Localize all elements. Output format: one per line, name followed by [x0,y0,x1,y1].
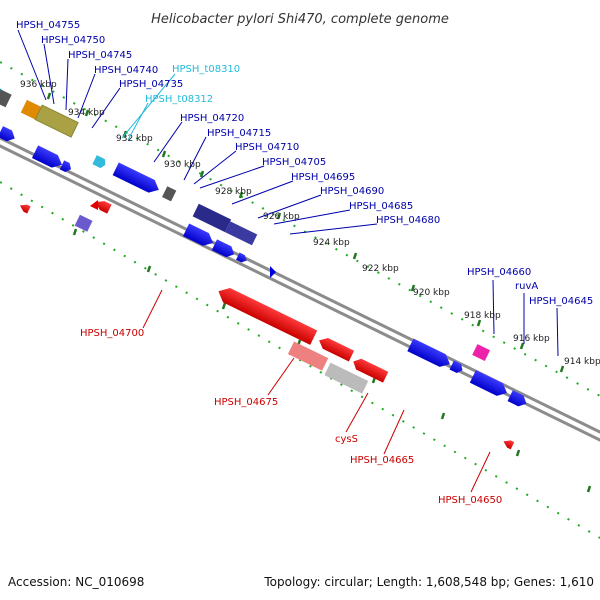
gene-arrow[interactable] [236,252,248,265]
reverse-strand [18,198,515,450]
gene-arrow[interactable] [74,214,93,232]
gene-label: HPSH_04675 [214,397,278,408]
gene-label: HPSH_04720 [180,113,244,124]
kbp-labels: 936 kbp 934 kbp 932 kbp 930 kbp 928 kbp … [20,80,600,367]
gene-arrow[interactable] [183,223,216,250]
reverse-labels: HPSH_04700 HPSH_04675 cysS HPSH_04665 HP… [80,328,502,506]
gene-arrow[interactable] [192,203,232,233]
gene-arrow[interactable] [449,360,465,374]
gene-label: HPSH_04695 [291,172,355,183]
gene-label: cysS [335,434,358,445]
gene-label: HPSH_04735 [119,79,183,90]
map-title: Helicobacter pylori Shi470, complete gen… [151,12,449,27]
gene-arrow[interactable] [90,200,98,210]
kbp-label: 918 kbp [464,311,501,321]
gene-arrow[interactable] [502,438,515,450]
gene-arrow[interactable] [20,99,42,120]
genome-backbone [0,136,600,442]
kbp-label: 932 kbp [116,134,153,144]
gene-arrow[interactable] [270,266,276,278]
gene-label: HPSH_04645 [529,296,593,307]
gene-label: HPSH_04705 [262,157,326,168]
gene-arrow[interactable] [59,160,73,173]
forward-labels: HPSH_04755 HPSH_04750 HPSH_04745 HPSH_04… [16,20,593,307]
kbp-label: 930 kbp [164,160,201,170]
gene-arrow[interactable] [469,370,510,399]
gene-arrow[interactable] [407,338,453,371]
kbp-label: 926 kbp [263,212,300,222]
leader-lines [17,29,559,493]
gene-arrow[interactable] [0,89,12,108]
gene-label: HPSH_04650 [438,495,502,506]
kbp-label: 916 kbp [513,334,550,344]
gene-label: HPSH_04685 [349,201,413,212]
kbp-label: 914 kbp [564,357,600,367]
topology-text: Topology: circular; Length: 1,608,548 bp… [263,575,594,589]
gene-arrow[interactable] [472,344,491,362]
gene-label: HPSH_04745 [68,50,132,61]
trna-label: HPSH_t08312 [145,94,213,105]
trna-labels: HPSH_t08310 HPSH_t08312 [145,64,240,105]
kbp-label: 934 kbp [68,108,105,118]
gene-arrow[interactable] [351,356,389,383]
inner-tick-track [0,181,600,539]
gene-arrow[interactable] [93,198,112,214]
gene-arrow[interactable] [211,239,237,259]
trna-label: HPSH_t08310 [172,64,240,75]
gene-arrow[interactable] [162,186,177,202]
gene-arrow[interactable] [507,390,529,409]
gene-label: HPSH_04660 [467,267,531,278]
gene-arrow[interactable] [215,284,318,345]
gene-label: HPSH_04740 [94,65,158,76]
accession-text: Accession: NC_010698 [8,575,144,589]
kbp-label: 924 kbp [313,238,350,248]
gene-label: HPSH_04755 [16,20,80,31]
gene-label: HPSH_04665 [350,455,414,466]
gene-label: ruvA [515,281,538,292]
forward-strand [0,71,529,409]
gene-arrow[interactable] [31,145,65,171]
gene-arrow[interactable] [112,162,162,197]
gene-arrow[interactable] [18,202,31,214]
gene-arrow[interactable] [225,221,258,246]
gene-arrow[interactable] [0,126,17,144]
gene-label: HPSH_04690 [320,186,384,197]
gene-label: HPSH_04710 [235,142,299,153]
gene-label: HPSH_04750 [41,35,105,46]
gene-label: HPSH_04700 [80,328,144,339]
gene-label: HPSH_04680 [376,215,440,226]
gene-arrow[interactable] [324,362,369,394]
trna-arrow[interactable] [92,155,107,169]
kbp-label: 936 kbp [20,80,57,90]
gene-arrow[interactable] [316,335,355,362]
kbp-label: 928 kbp [215,187,252,197]
kbp-label: 920 kbp [413,288,450,298]
gene-label: HPSH_04715 [207,128,271,139]
gene-arrow[interactable] [287,341,329,371]
gene-arrow[interactable] [34,104,79,138]
kbp-label: 922 kbp [362,264,399,274]
